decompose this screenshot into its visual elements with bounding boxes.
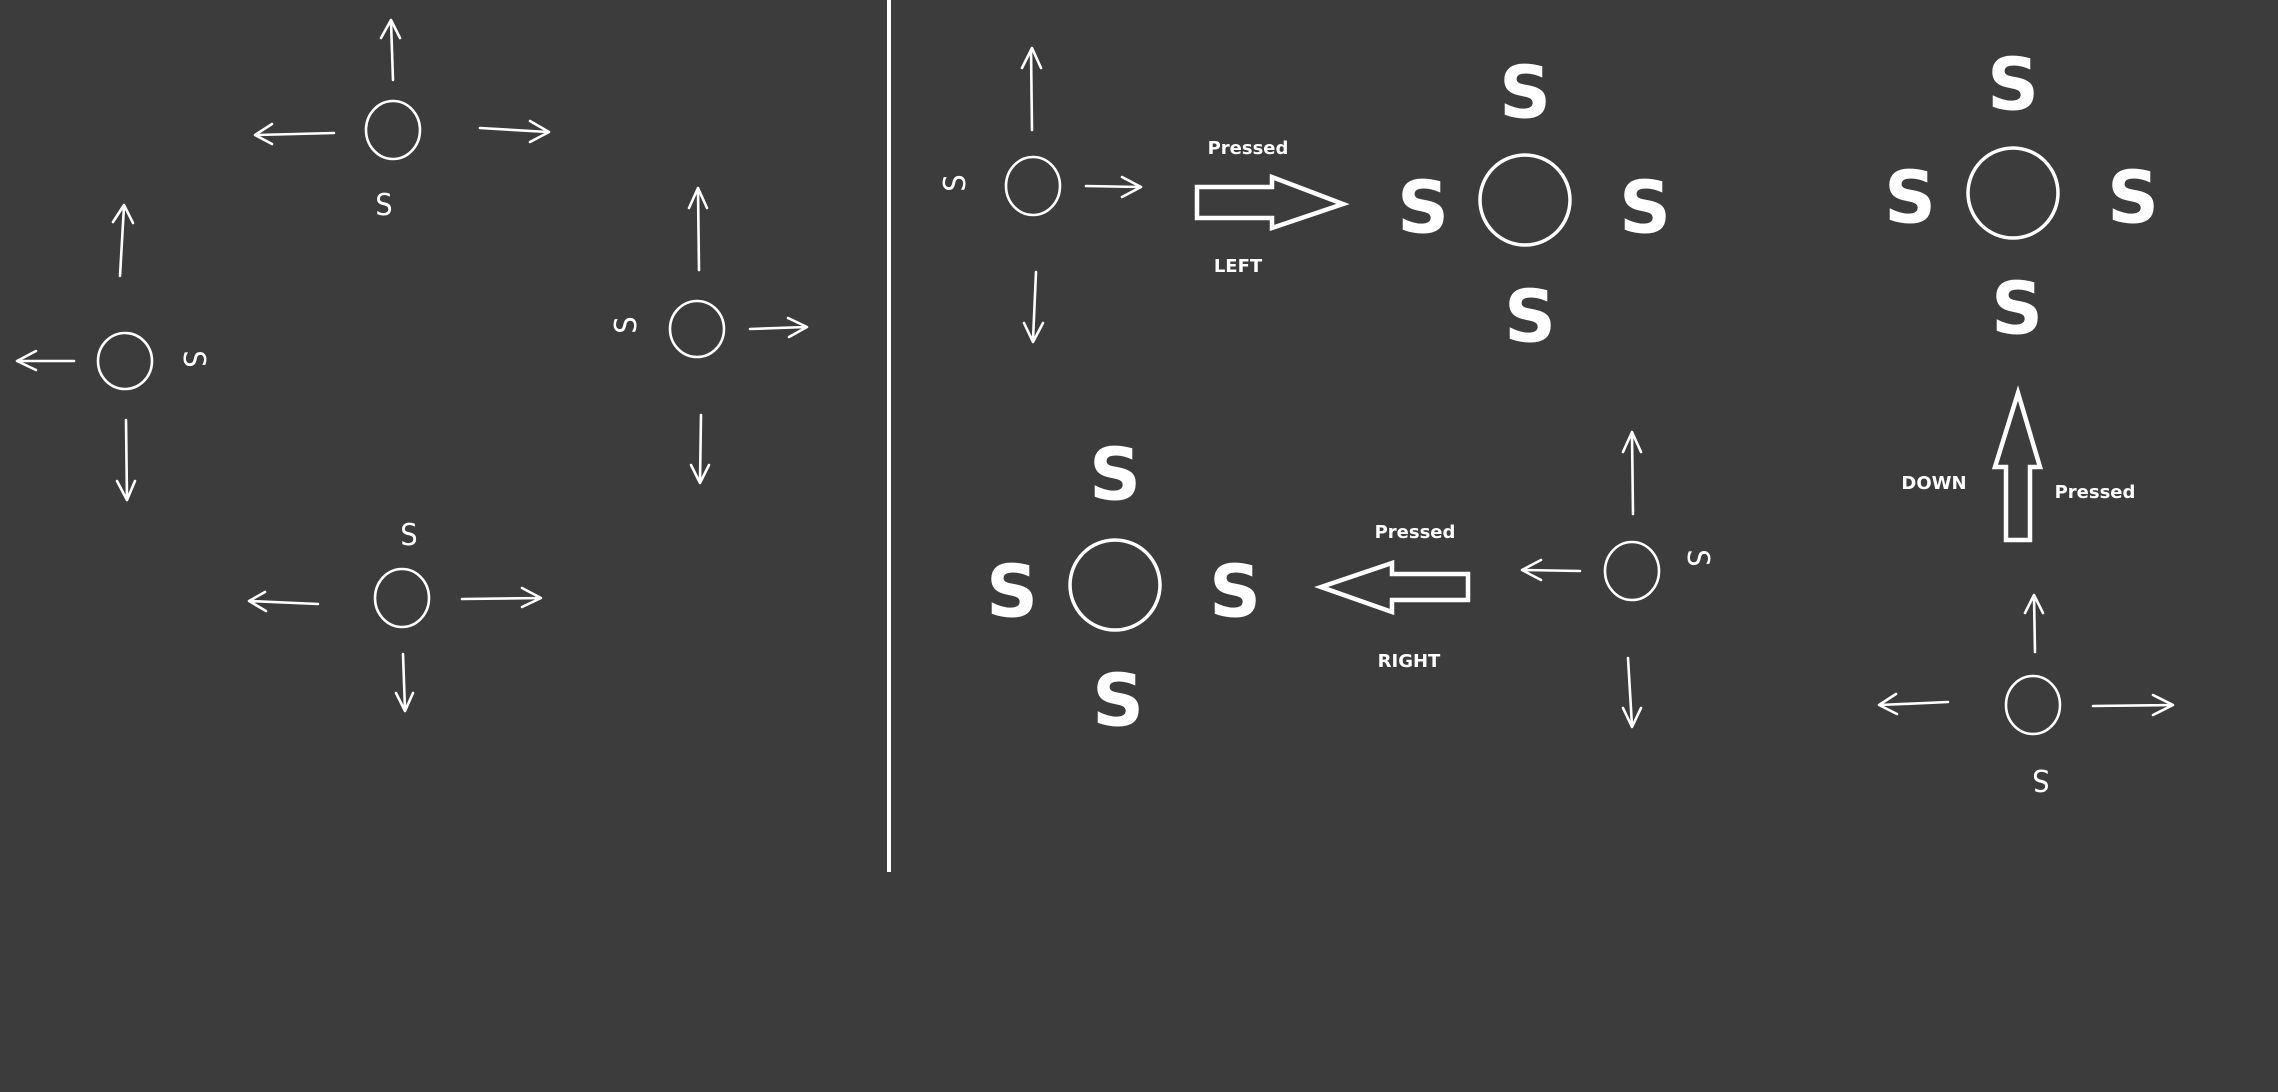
result-surrounded-3: S S S S <box>986 433 1261 743</box>
arrow-up-icon <box>379 18 402 82</box>
result-s-bottom: S <box>1092 659 1144 743</box>
sketch-before-down: S <box>1877 593 2175 797</box>
arrow-up-icon <box>1621 430 1643 516</box>
result-circle <box>1478 153 1572 247</box>
result-circle <box>1966 146 2060 240</box>
right-key-label: RIGHT <box>1378 651 1441 672</box>
arrow-right-icon <box>1084 175 1143 199</box>
sketch-circle <box>668 299 726 359</box>
arrow-left-icon <box>15 349 76 372</box>
result-surrounded-1: S S S S <box>1397 51 1671 359</box>
sketch-circle <box>373 567 431 629</box>
arrow-down-icon <box>115 418 137 502</box>
left-key-label: LEFT <box>1214 256 1263 277</box>
sketch-s-letter: S <box>1680 549 1715 567</box>
sketch-before-left: S <box>938 46 1143 344</box>
arrow-down-icon <box>394 652 415 713</box>
result-s-right: S <box>2107 156 2159 240</box>
result-s-top: S <box>1499 51 1551 135</box>
result-s-top: S <box>1987 43 2039 127</box>
sketch-circle <box>364 99 422 161</box>
down-pressed-transition: DOWN Pressed <box>1901 385 2136 543</box>
arrow-down-icon <box>689 413 711 485</box>
sketch-s-letter: S <box>2032 762 2050 797</box>
pressed-label: Pressed <box>2055 482 2136 503</box>
sketch-circle <box>1603 540 1661 602</box>
arrow-right-icon <box>478 119 551 144</box>
result-circle <box>1068 538 1162 632</box>
result-s-bottom: S <box>1504 275 1556 359</box>
arrow-left-icon <box>253 122 336 146</box>
result-s-bottom: S <box>1991 267 2043 351</box>
arrow-right-icon <box>460 586 543 609</box>
result-s-left: S <box>1884 156 1936 240</box>
arrow-left-icon <box>247 590 320 613</box>
result-s-left: S <box>1397 166 1449 250</box>
sketch-s-letter: S <box>375 188 393 223</box>
result-s-right: S <box>1209 550 1261 634</box>
arrow-up-icon <box>111 203 135 278</box>
sketch-s-letter: S <box>938 174 973 192</box>
sketch-facing-left: S <box>15 203 211 502</box>
sketch-circle <box>96 331 154 391</box>
arrow-up-icon <box>2023 593 2045 654</box>
arrow-up-icon <box>687 186 709 272</box>
result-s-top: S <box>1089 433 1141 517</box>
arrow-down-icon <box>1022 270 1045 344</box>
arrow-right-icon <box>748 316 809 339</box>
sketch-s-letter: S <box>400 518 418 553</box>
block-arrow-right-icon <box>1194 173 1350 232</box>
result-s-right: S <box>1619 166 1671 250</box>
block-arrow-left-icon <box>1314 559 1471 616</box>
arrow-left-icon <box>1520 558 1582 582</box>
sketch-circle <box>2004 674 2062 736</box>
result-s-left: S <box>986 550 1038 634</box>
sketch-facing-up: S <box>253 18 551 223</box>
sketch-before-right: S <box>1520 430 1715 729</box>
left-pressed-transition: Pressed LEFT <box>1194 138 1350 277</box>
sketch-facing-down: S <box>247 518 543 713</box>
arrow-left-icon <box>1877 692 1950 716</box>
down-key-label: DOWN <box>1901 473 1966 494</box>
arrow-down-icon <box>1621 656 1643 729</box>
result-surrounded-2: S S S S <box>1884 43 2159 351</box>
pressed-label: Pressed <box>1208 138 1289 159</box>
right-pressed-transition: Pressed RIGHT <box>1314 522 1471 672</box>
arrow-up-icon <box>1020 46 1043 132</box>
sketch-circle <box>1004 155 1062 217</box>
sketch-s-letter: S <box>609 316 644 334</box>
sketch-s-letter: S <box>176 350 211 368</box>
sketch-facing-right: S <box>609 186 809 485</box>
arrow-right-icon <box>2091 693 2175 717</box>
block-arrow-up-icon <box>1991 385 2044 543</box>
pressed-label: Pressed <box>1375 522 1456 543</box>
